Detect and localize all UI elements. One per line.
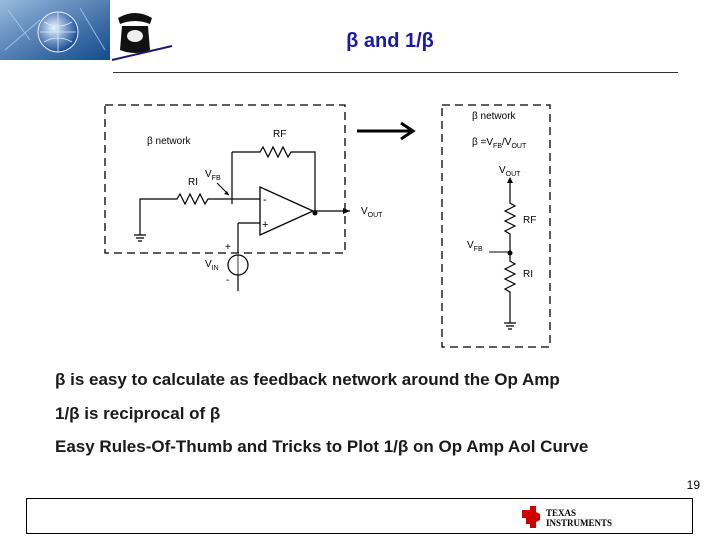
vfb-label-right: VFB [467,240,483,253]
vfb-label-left: VFB [205,169,221,182]
ri-resistor-left [139,192,260,235]
vout-arrow-left [343,208,350,214]
rf-label-left: RF [273,129,286,140]
texas-state-icon [522,506,540,528]
op-amp-minus: - [263,194,267,206]
vout-arrow-right [507,177,513,183]
slide-title: β and 1/β [346,30,434,52]
header-banner-graphic [0,0,173,61]
vin-source-minus: - [226,275,229,286]
op-amp-triangle [259,185,315,237]
beta-network-dashed-box-right [441,104,551,348]
beta-network-label-left: β network [147,136,192,147]
vfb-arrow-left [224,191,229,195]
left-circuit: β network RF RI VFB - + VOUT + - VIN [104,104,383,291]
rf-resistor-left [232,145,316,213]
ri-label-right: RI [523,269,533,280]
bullet-1: β is easy to calculate as feedback netwo… [55,370,560,389]
vfb-node-right [507,250,513,256]
vin-label: VIN [205,259,219,272]
ri-resistor-right [503,255,517,323]
vin-source-plus: + [225,242,231,253]
banner-swoosh [111,45,173,61]
ground-icon-right [504,322,516,330]
beta-formula-right: β =VFB/VOUT [472,137,527,150]
vout-label-right: VOUT [499,165,521,178]
ti-logo: Texas Instruments [522,506,612,528]
page-number: 19 [686,478,700,492]
rf-resistor-right [503,183,517,255]
footer-bar [26,498,693,534]
rf-label-right: RF [523,215,536,226]
beta-network-diagram: β network RF RI VFB - + VOUT + - VIN [104,104,551,348]
ground-icon-left [134,234,146,242]
op-amp-plus: + [262,219,268,231]
bullet-3: Easy Rules-Of-Thumb and Tricks to Plot 1… [55,437,589,456]
bullet-2: 1/β is reciprocal of β [55,404,221,423]
beta-network-dashed-box-left [104,104,346,254]
ti-logo-line2: Instruments [546,518,612,528]
title-divider [113,72,678,73]
vout-label-left: VOUT [361,206,383,219]
telephone-icon [118,13,152,53]
beta-network-label-right: β network [472,111,517,122]
output-node-left [312,210,318,216]
right-circuit: β network β =VFB/VOUT VOUT RF VFB RI [441,104,551,348]
ti-logo-line1: Texas [546,508,576,518]
ri-label-left: RI [188,177,198,188]
